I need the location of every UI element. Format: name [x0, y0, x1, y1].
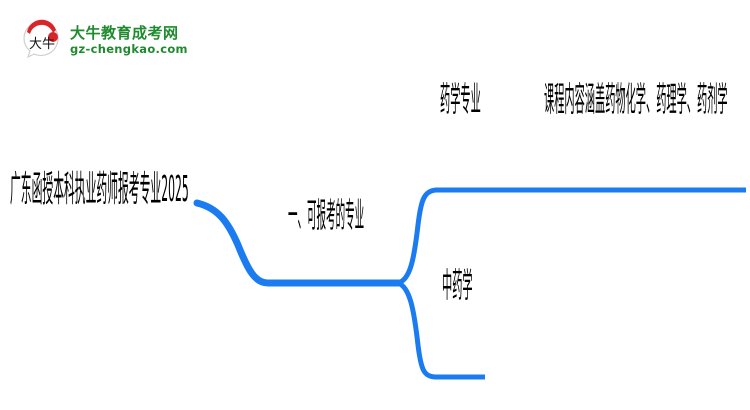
svg-text:大牛: 大牛 — [29, 37, 55, 52]
site-logo[interactable]: 大牛 大牛教育成考网 gz-chengkao.com — [14, 14, 214, 64]
pharmacy-node-label[interactable]: 药学专业 — [440, 80, 481, 120]
connector-level1-to-pharmacy — [397, 187, 746, 286]
connector-root-to-level1 — [193, 199, 404, 287]
logo-title: 大牛教育成考网 — [70, 24, 179, 42]
logo-url: gz-chengkao.com — [70, 42, 188, 56]
root-node-label[interactable]: 广东函授本科执业药师报考专业2025 — [10, 169, 189, 210]
level1-node-label[interactable]: 一、可报考的专业 — [288, 196, 365, 236]
logo-badge-icon: 大牛 — [23, 19, 59, 58]
tcm-node-label[interactable]: 中药学 — [442, 266, 473, 306]
pharmacy-detail-label[interactable]: 课程内容涵盖药物化学、药理学、药剂学 — [544, 80, 728, 120]
connector-level1-to-tcm — [396, 280, 485, 380]
